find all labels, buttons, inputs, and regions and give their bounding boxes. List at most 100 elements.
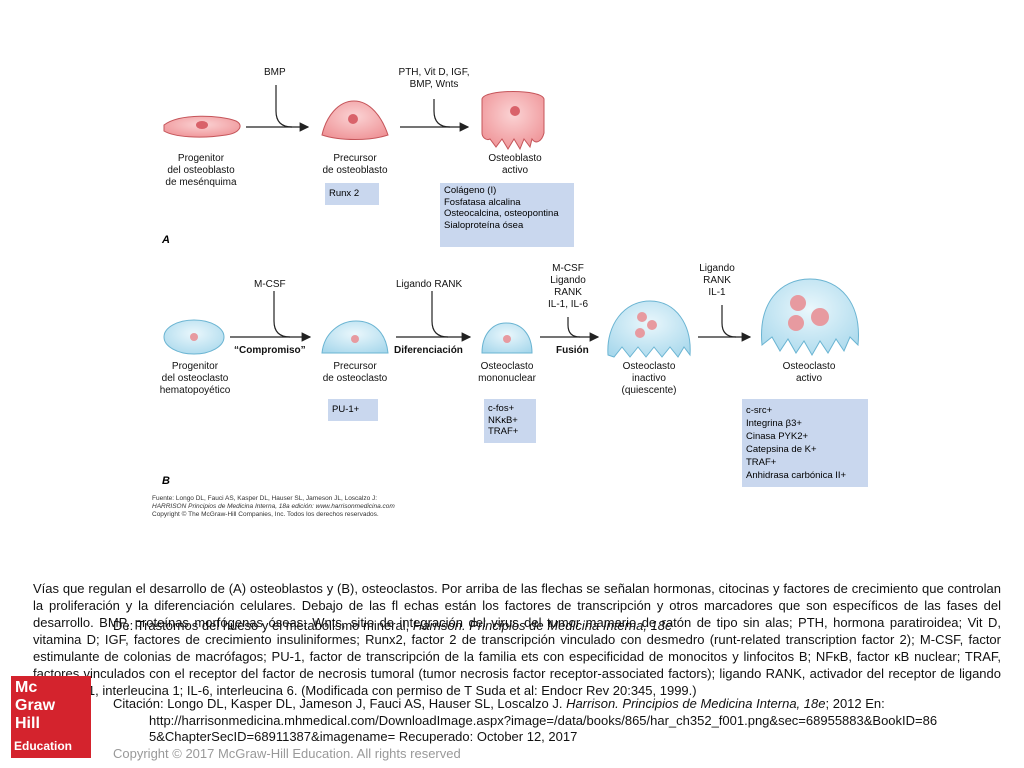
inactive-osteoclast-nucleus-1 [637,312,647,322]
label-line: Precursor [333,153,377,164]
figure: BMP PTH, Vit D, IGF, BMP, Wnts Progenito… [150,55,870,523]
figure-diagram [163,85,859,358]
box-line: Fosfatasa alcalina [444,196,521,208]
box-line: PU-1+ [332,404,360,415]
label-line: IL-1 [708,287,726,298]
panel-b-letter: B [162,475,170,487]
label-line: Osteoclasto [480,361,534,372]
mcgraw-hill-logo: Mc Graw Hill Education [11,676,91,758]
arrow-rank-tick [431,291,449,338]
active-osteoclast-nucleus-1 [790,295,806,311]
figure-source: Fuente: Longo DL, Fauci AS, Kasper DL, H… [152,495,472,519]
box-line: Anhidrasa carbónica II+ [746,470,847,481]
inactive-osteoclast-nucleus-3 [635,328,645,338]
label-line: inactivo [632,373,666,384]
osteoblast-precursor-label: Precursor de osteoblasto [310,153,400,177]
label-line: Osteoclasto [782,361,836,372]
panel-a-letter: A [162,234,170,246]
osteoclast-progenitor-label: Progenitor del osteoclasto hematopoyétic… [144,361,246,397]
citation-url-line1[interactable]: http://harrisonmedicina.mhmedical.com/Do… [149,713,938,728]
label-line: hematopoyético [159,385,231,396]
logo-line3: Hill [15,715,40,732]
label-line: Osteoblasto [488,153,542,164]
label-line: Ligando [550,275,586,286]
label-line: del osteoblasto [167,165,235,176]
label-line: del osteoclasto [161,373,229,384]
box-line: TRAF+ [746,457,777,468]
osteoblast-progenitor-nucleus [196,121,208,129]
active-osteoclast-cell [761,278,859,357]
active-osteoblast-label: Osteoblasto activo [470,153,560,177]
active-osteoclast-markers-box: c-src+ Integrina β3+ Cinasa PYK2+ Cateps… [742,399,868,487]
pu1-box: PU-1+ [328,399,378,421]
label-line: M-CSF [552,263,584,274]
box-line: Sialoproteína ósea [444,219,524,231]
panel-a-arrow1-label: BMP [264,67,286,78]
panel-b-arrow4-top: Ligando RANK IL-1 [692,263,742,299]
label-line: RANK [554,287,582,298]
osteoclast-precursor-label: Precursor de osteoclasto [310,361,400,385]
active-osteoblast-nucleus [510,106,520,116]
citation-url-line2[interactable]: 5&ChapterSecID=68911387&imagename= Recup… [149,729,578,744]
box-line: Integrina β3+ [746,418,802,429]
citation-line: Citación: Longo DL, Kasper DL, Jameson J… [113,696,885,712]
label-line: activo [501,165,529,176]
box-line: Catepsina de K+ [746,444,817,455]
box-line: Runx 2 [329,188,360,199]
label-line: de osteoclasto [322,373,388,384]
mononuclear-osteoclast-nucleus [503,335,511,343]
figure-caption: Vías que regulan el desarrollo de (A) os… [33,581,1001,698]
box-line: Osteocalcina, osteopontina [444,208,559,219]
arrow-fusion-tick [567,317,581,338]
panel-b-arrow2-bottom: Diferenciación [394,345,463,356]
panel-b-arrow2-top: Ligando RANK [396,279,463,290]
citation-title: Harrison. Principios de Medicina Interna… [566,696,826,711]
box-line: Cinasa PYK2+ [746,431,809,442]
panel-a-arrow2-line1: PTH, Vit D, IGF, [398,67,470,78]
citation-from-line: De: Trastornos del hueso y el metabolism… [113,618,672,634]
arrow-bmp-tick [275,85,293,128]
osteoblast-precursor-nucleus [348,114,358,124]
source-line: Copyright © The McGraw-Hill Companies, I… [152,511,379,518]
panel-a-arrow2-line2: BMP, Wnts [409,79,459,90]
citation-from-title: Harrison. Principios de Medicina Interna… [412,618,673,633]
citation-from-prefix: De: Trastornos del hueso y el metabolism… [113,618,413,633]
label-line: Precursor [333,361,377,372]
inactive-osteoclast-label: Osteoclasto inactivo (quiescente) [604,361,694,397]
arrow-mcsf-tick [273,291,291,338]
copyright-notice: Copyright © 2017 McGraw-Hill Education. … [113,746,461,761]
box-line: c-src+ [746,405,773,416]
label-line: IL-1, IL-6 [547,299,589,310]
box-line: c-fos+ [488,403,515,414]
label-line: mononuclear [478,373,536,384]
label-line: Progenitor [171,361,219,372]
panel-b-arrow1-bottom: “Compromiso” [234,345,306,356]
label-line: de osteoblasto [322,165,388,176]
citation-suffix: ; 2012 En: [825,696,885,711]
label-line: (quiescente) [621,385,677,396]
osteoblast-progenitor-label: Progenitor del osteoblasto de mesénquima [150,153,252,189]
active-osteoclast-label: Osteoclasto activo [764,361,854,385]
panel-b-arrow3-top: M-CSF Ligando RANK IL-1, IL-6 [538,263,598,311]
box-line: Colágeno (I) [444,185,497,196]
arrow-activation-tick [721,305,737,338]
mononuclear-markers-box: c-fos+ NKκB+ TRAF+ [484,399,536,443]
citation-prefix: Citación: Longo DL, Kasper DL, Jameson J… [113,696,567,711]
label-line: Progenitor [177,153,225,164]
panel-b-arrow3-bottom: Fusión [556,345,589,356]
logo-line2: Graw [15,697,56,714]
inactive-osteoclast-nucleus-2 [647,320,657,330]
panel-a-arrow2-label: PTH, Vit D, IGF, BMP, Wnts [382,67,486,91]
logo-line1: Mc [15,679,38,696]
box-line: NKκB+ [488,414,518,426]
osteoclast-precursor-nucleus [351,335,359,343]
runx2-box: Runx 2 [325,183,379,205]
source-line: HARRISON Principios de Medicina Interna,… [152,503,395,510]
logo-line4: Education [14,739,73,753]
label-line: activo [795,373,823,384]
box-line: TRAF+ [488,426,519,437]
active-osteoblast-cell [481,91,545,151]
source-line: Fuente: Longo DL, Fauci AS, Kasper DL, H… [152,495,378,502]
osteoblast-markers-box: Colágeno (I) Fosfatasa alcalina Osteocal… [440,183,574,247]
label-line: RANK [703,275,731,286]
